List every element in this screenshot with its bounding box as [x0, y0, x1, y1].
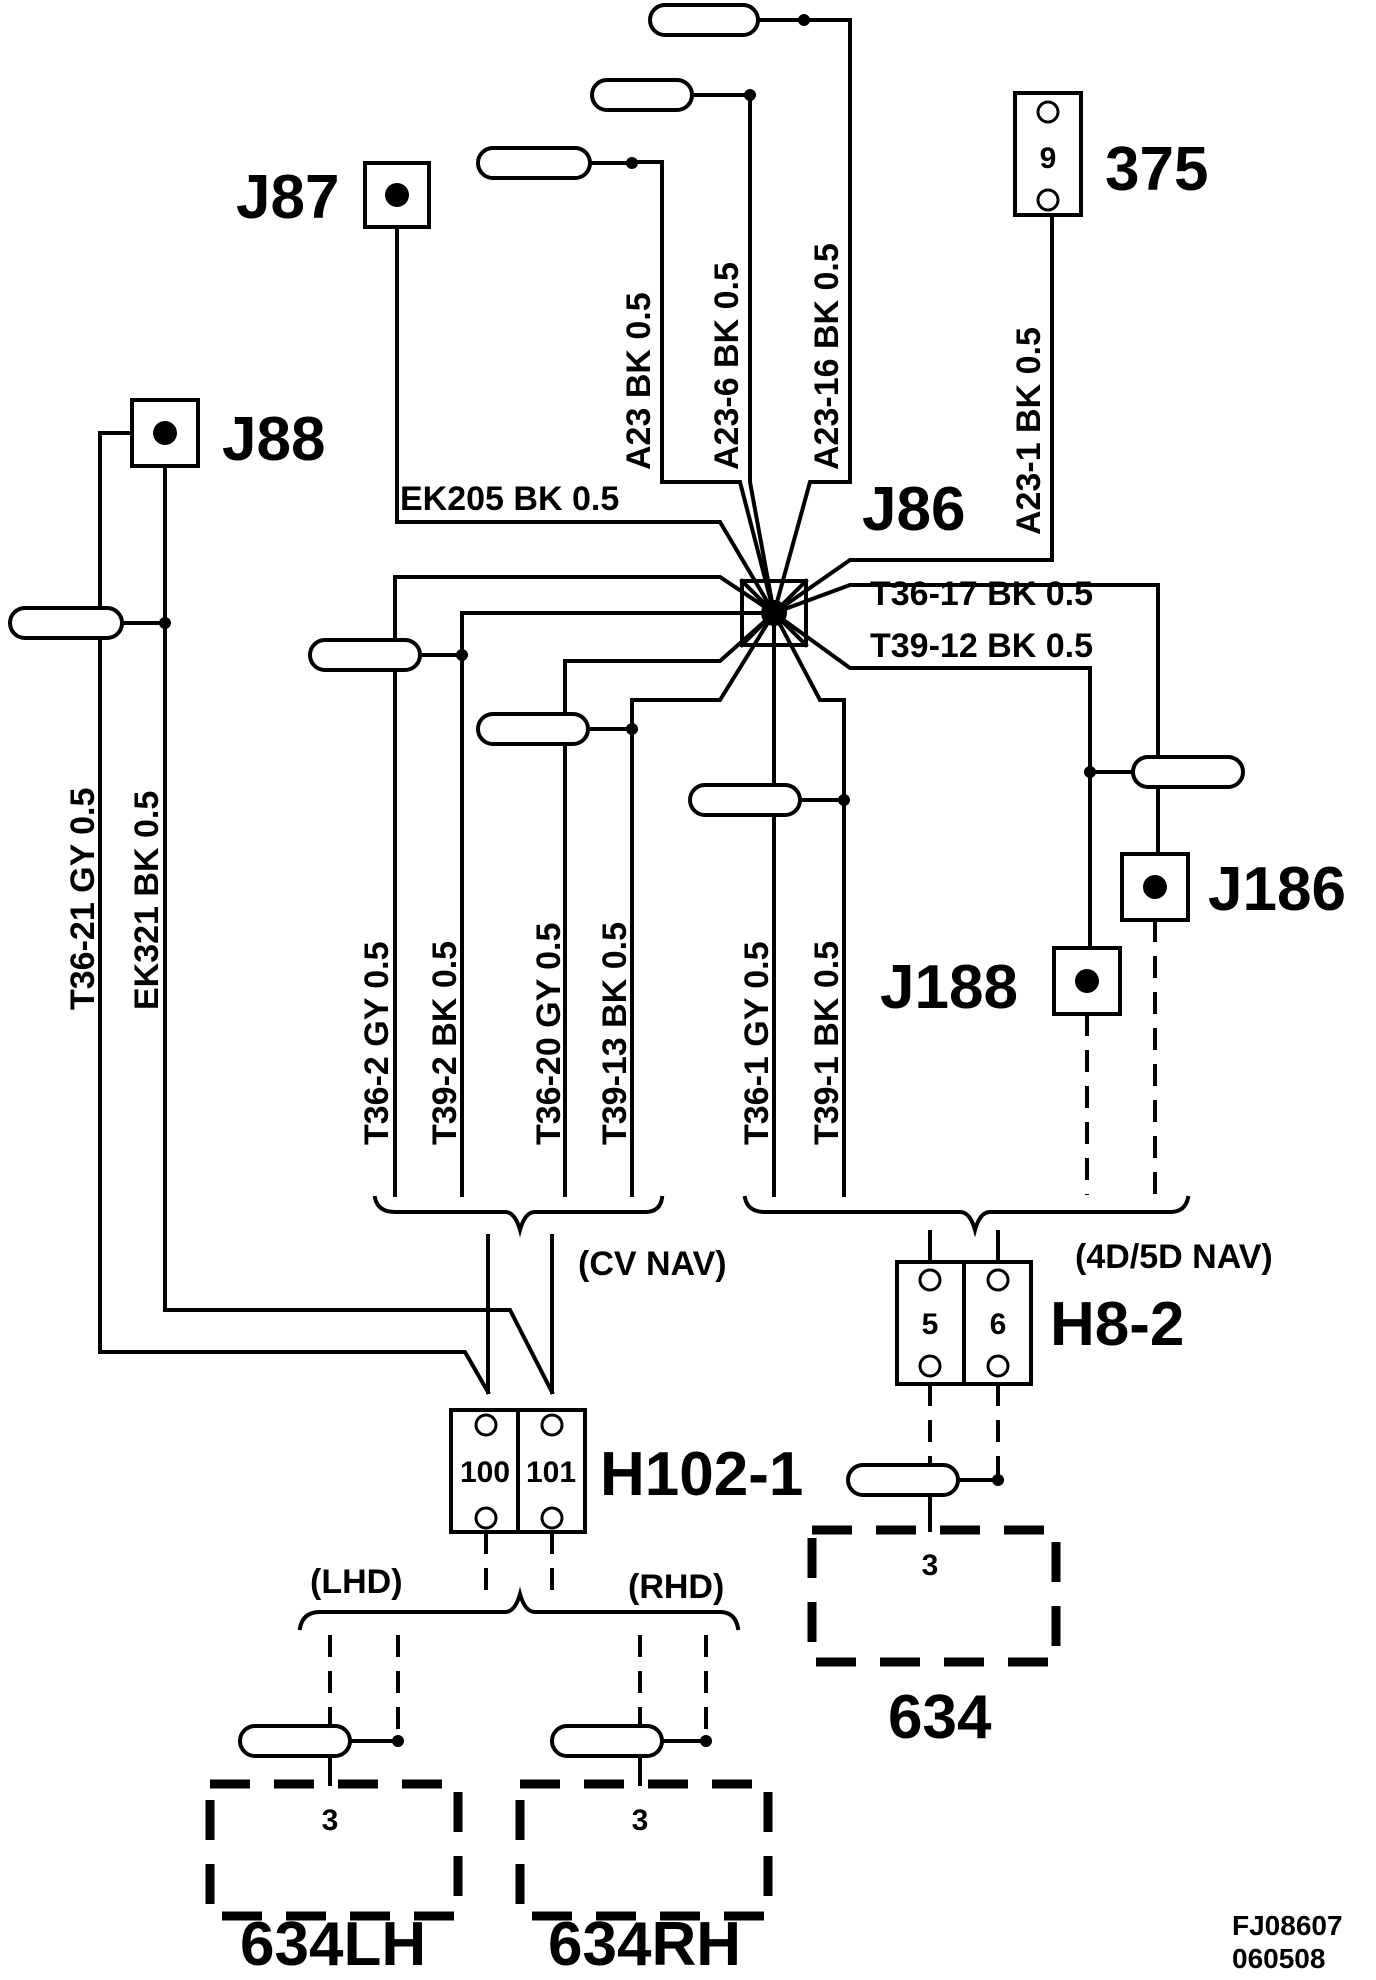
wire-t36-21 [98, 431, 491, 1395]
connector-h8-2-label: H8-2 [1050, 1290, 1184, 1359]
connector-h102-1-label: H102-1 [600, 1440, 803, 1509]
brace-lhd-rhd [297, 1586, 741, 1631]
wire-t39-1 [771, 610, 846, 1197]
wire-t39-1-label: T39-1 BK 0.5 [808, 941, 846, 1145]
wire-a23-1 [771, 213, 1054, 616]
shield-a23-16 [648, 3, 810, 37]
wire-a23 [630, 160, 777, 616]
component-634-pin: 3 [922, 1549, 939, 1582]
wire-a23-6-label: A23-6 BK 0.5 [708, 262, 746, 470]
wire-t36-2 [393, 575, 777, 1197]
wire-a23-16 [756, 18, 852, 616]
wire-t36-2-label: T36-2 GY 0.5 [358, 942, 396, 1146]
splice-j186: J186 [1120, 852, 1346, 924]
component-375-label: 375 [1105, 135, 1208, 204]
wire-t36-21-label: T36-21 GY 0.5 [64, 788, 102, 1010]
shield-t36-17 [1084, 755, 1245, 789]
component-375-pin: 9 [1040, 142, 1057, 175]
variant-4d5d-nav-label: (4D/5D NAV) [1075, 1238, 1273, 1276]
wire-a23-16-label: A23-16 BK 0.5 [808, 243, 846, 470]
component-634-label: 634 [888, 1683, 992, 1752]
variant-rhd-label: (RHD) [628, 1568, 724, 1606]
component-375: 9 375 [1013, 91, 1208, 217]
wire-t39-2-label: T39-2 BK 0.5 [426, 941, 464, 1145]
wire-ek205 [395, 196, 777, 616]
wire-a23-1-label: A23-1 BK 0.5 [1010, 327, 1048, 535]
splice-j188-label: J188 [880, 953, 1018, 1022]
component-634rh: 3 634RH [515, 1779, 773, 1979]
splice-j87: J87 [236, 161, 431, 232]
shield-a23 [476, 146, 638, 180]
shield-634lh [238, 1724, 404, 1758]
wire-t39-12 [771, 610, 1092, 962]
shield-t36-21 [8, 606, 171, 640]
component-634rh-label: 634RH [548, 1910, 741, 1979]
component-634lh-label: 634LH [240, 1910, 426, 1979]
wire-t36-17 [771, 583, 1160, 887]
shield-t36-20 [476, 712, 638, 746]
wire-t39-13 [630, 610, 777, 1197]
connector-h8-2: 5 6 H8-2 [895, 1260, 1184, 1386]
wire-ek205-label: EK205 BK 0.5 [400, 480, 619, 518]
brace-4d5d-nav [742, 1195, 1191, 1238]
connector-h102-1: 100 101 H102-1 [449, 1408, 803, 1534]
connector-h102-1-pin-100: 100 [460, 1456, 510, 1489]
variant-lhd-label: (LHD) [310, 1563, 403, 1601]
wire-ek321 [163, 464, 555, 1395]
wire-t39-13-label: T39-13 BK 0.5 [596, 922, 634, 1145]
splice-j188: J188 [880, 946, 1122, 1022]
shield-634rh [550, 1724, 712, 1758]
shield-t36-1 [688, 783, 850, 817]
component-634lh: 3 634LH [205, 1779, 463, 1979]
wire-a23-label: A23 BK 0.5 [620, 292, 658, 470]
wire-ek321-label: EK321 BK 0.5 [128, 791, 166, 1010]
wire-t39-2 [460, 611, 776, 1197]
connector-h102-1-pin-101: 101 [526, 1456, 576, 1489]
connector-h8-2-pin-6: 6 [990, 1308, 1007, 1341]
shield-a23-6 [590, 78, 756, 112]
splice-j88-label: J88 [222, 405, 325, 474]
splice-j87-label: J87 [236, 163, 339, 232]
figure-code-line1: FJ08607 [1232, 1910, 1343, 1941]
wire-t39-12-label: T39-12 BK 0.5 [870, 627, 1093, 665]
wire-t36-1-label: T36-1 GY 0.5 [738, 942, 776, 1146]
brace-cv-nav [372, 1195, 665, 1238]
figure-code-line2: 060508 [1232, 1943, 1325, 1974]
splice-j186-label: J186 [1208, 855, 1346, 924]
connector-h8-2-pin-5: 5 [922, 1308, 939, 1341]
shield-634 [846, 1463, 1004, 1497]
variant-cv-nav-label: (CV NAV) [578, 1245, 727, 1283]
wire-t36-17-label: T36-17 BK 0.5 [870, 575, 1093, 613]
splice-j88: J88 [130, 398, 325, 474]
splice-j86: J86 [739, 475, 965, 648]
component-634: 3 634 [807, 1525, 1061, 1752]
wire-t36-20 [563, 610, 777, 1197]
splice-j86-label: J86 [862, 475, 965, 544]
component-634rh-pin: 3 [632, 1804, 649, 1837]
wire-t36-20-label: T36-20 GY 0.5 [530, 923, 568, 1145]
component-634lh-pin: 3 [322, 1804, 339, 1837]
shield-t36-2 [308, 638, 468, 672]
